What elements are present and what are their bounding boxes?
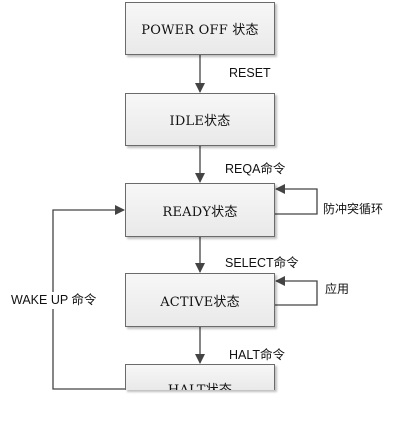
- state-active-label: ACTIVE状态: [160, 294, 240, 310]
- state-ready: READY状态: [125, 183, 275, 237]
- label-select: SELECT命令: [225, 256, 299, 270]
- label-halt: HALT命令: [229, 348, 286, 362]
- state-power-off: POWER OFF 状态: [125, 2, 275, 55]
- state-ready-label: READY状态: [162, 204, 238, 220]
- state-power-off-label: POWER OFF 状态: [141, 23, 259, 38]
- state-idle: IDLE状态: [125, 93, 275, 146]
- label-reset: RESET: [229, 66, 271, 80]
- label-anticollision-loop: 防冲突循环: [323, 202, 384, 216]
- label-reqa: REQA命令: [225, 162, 286, 176]
- label-wake-up: WAKE UP 命令: [9, 292, 99, 309]
- state-idle-label: IDLE状态: [169, 114, 231, 129]
- loop-anticollision: [275, 184, 318, 215]
- loop-application: [275, 276, 318, 306]
- state-active: ACTIVE状态: [125, 273, 275, 327]
- state-halt: HALT状态: [125, 364, 275, 390]
- state-halt-label: HALT状态: [168, 379, 232, 390]
- label-application-loop: 应用: [325, 282, 350, 296]
